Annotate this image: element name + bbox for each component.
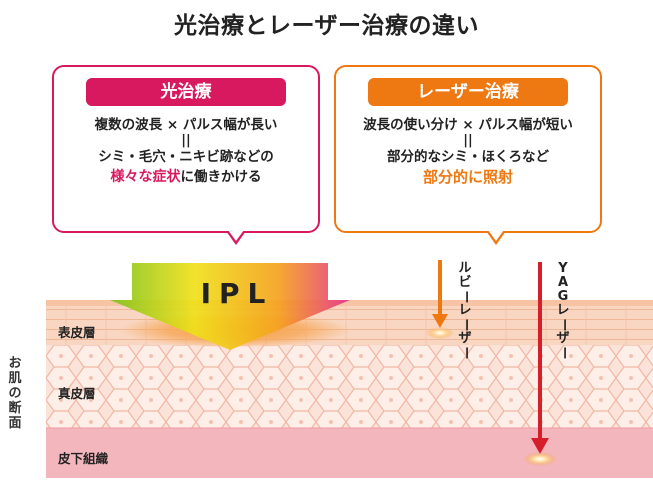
ipl-equals: || [181, 133, 191, 148]
laser-line2: 部分的なシミ・ほくろなど [387, 149, 549, 165]
laser-badge: レーザー治療 [368, 78, 568, 106]
skin-section-label: お肌の断面 [8, 356, 22, 431]
ipl-line3: 様々な症状に働きかける [54, 167, 318, 187]
ipl-line3-rest: に働きかける [180, 169, 262, 185]
ipl-line1: 複数の波長 × パルス幅が長い [94, 117, 278, 133]
layer-label-dermis: 真皮層 [58, 386, 96, 401]
subcutis-layer [46, 428, 653, 478]
ipl-arrow [110, 263, 350, 350]
page-title: 光治療とレーザー治療の違い [173, 13, 480, 39]
ipl-line2: シミ・毛穴・ニキビ跡などの [98, 149, 274, 165]
laser-line1: 波長の使い分け × パルス幅が短い [363, 117, 573, 133]
laser-callout: レーザー治療 波長の使い分け × パルス幅が短い || 部分的なシミ・ほくろなど… [334, 65, 602, 245]
laser-emphasis: 部分的に照射 [422, 168, 513, 186]
layer-label-epidermis: 表皮層 [58, 325, 96, 340]
ipl-badge: 光治療 [86, 78, 286, 106]
dermis-layer [46, 345, 653, 428]
ipl-emphasis: 様々な症状 [110, 169, 181, 185]
ipl-label: IPL [200, 277, 274, 310]
ruby-laser-label: ルビーレーザー [458, 261, 473, 360]
ipl-callout: 光治療 複数の波長 × パルス幅が長い || シミ・毛穴・ニキビ跡などの 様々な… [52, 65, 320, 245]
layer-label-subcutis: 皮下組織 [58, 451, 109, 466]
laser-equals: || [463, 133, 473, 148]
ruby-glow [426, 327, 454, 339]
laser-line3: 部分的に照射 [336, 167, 600, 188]
yag-glow [523, 452, 557, 466]
